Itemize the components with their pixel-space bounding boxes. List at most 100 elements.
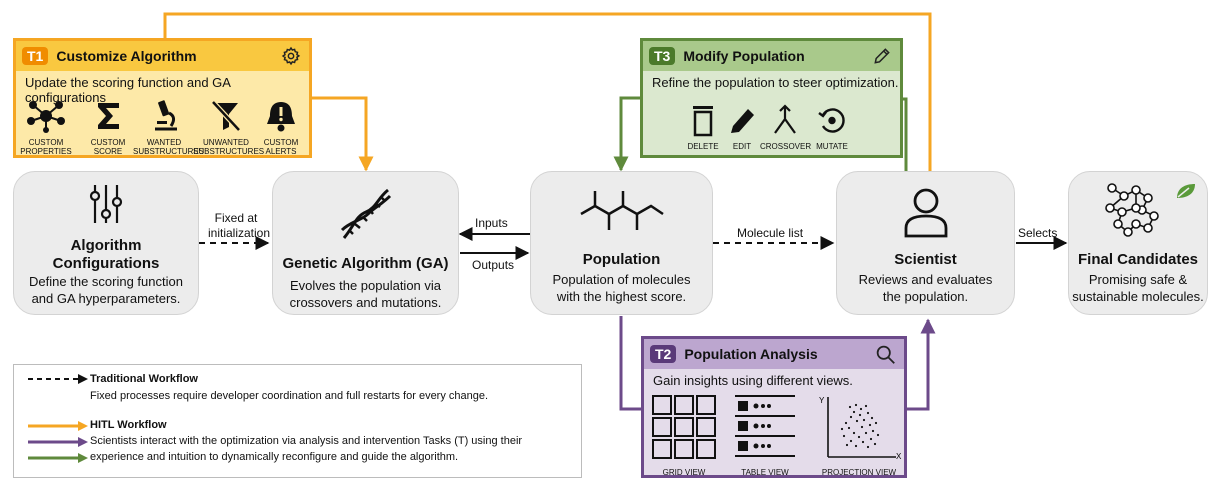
node-description: Reviews and evaluates the population. bbox=[837, 271, 1014, 305]
legend-hitl-title: HITL Workflow bbox=[90, 419, 167, 431]
node-title-2: Configurations bbox=[52, 255, 160, 272]
mutate-icon bbox=[818, 108, 845, 133]
legend-traditional-desc: Fixed processes require developer coordi… bbox=[90, 390, 489, 402]
legend-hitl-desc-1: Scientists interact with the optimizatio… bbox=[90, 435, 523, 447]
microscope-icon bbox=[155, 100, 177, 131]
edge-label-fixed-1: Fixed at bbox=[214, 211, 258, 225]
grid-view-item[interactable]: GRID VIEW bbox=[650, 393, 718, 477]
node-description: Promising safe & sustainable molecules. bbox=[1069, 271, 1207, 305]
node-description-2: and GA hyperparameters. bbox=[31, 291, 181, 306]
search-icon[interactable] bbox=[875, 344, 896, 365]
item-label: EDIT bbox=[732, 142, 752, 151]
filter-off-icon bbox=[211, 100, 241, 132]
legend-hitl-desc-2: experience and intuition to dynamically … bbox=[90, 451, 459, 463]
item-label-1: WANTED bbox=[146, 138, 182, 147]
node-title: Algorithm Configurations bbox=[14, 237, 198, 273]
sliders-icon bbox=[89, 185, 123, 223]
item-label: TABLE VIEW bbox=[741, 468, 789, 477]
node-genetic-algorithm[interactable]: Genetic Algorithm (GA) Evolves the popul… bbox=[272, 171, 459, 315]
node-description-1: Promising safe & bbox=[1088, 272, 1188, 287]
item-label-2: SUBSTRUCTURES bbox=[133, 147, 205, 156]
task-customize-algorithm[interactable]: T1 Customize Algorithm Update the scorin… bbox=[13, 38, 312, 158]
item-label: MUTATE bbox=[816, 142, 848, 151]
item-label-2: PROPERTIES bbox=[20, 147, 72, 156]
node-title: Final Candidates bbox=[1077, 251, 1199, 268]
table-view-item[interactable]: TABLE VIEW bbox=[732, 393, 798, 477]
t2-to-scientist-arrow bbox=[905, 318, 936, 411]
node-population[interactable]: Population Population of molecules with … bbox=[530, 171, 713, 315]
node-final-candidates[interactable]: Final Candidates Promising safe & sustai… bbox=[1068, 171, 1208, 315]
node-title: Genetic Algorithm (GA) bbox=[282, 255, 449, 272]
edit-icon bbox=[731, 109, 754, 133]
task-title: Modify Population bbox=[683, 48, 805, 64]
population-to-t2-arrow bbox=[619, 316, 641, 411]
molecule-skeleton-icon bbox=[579, 191, 664, 230]
edge-label-selects: Selects bbox=[1018, 226, 1058, 240]
node-description-1: Evolves the population via bbox=[289, 278, 442, 293]
node-description: Evolves the population via crossovers an… bbox=[273, 277, 458, 311]
node-title: Scientist bbox=[894, 251, 957, 268]
legend: Traditional Workflow Fixed processes req… bbox=[13, 364, 582, 478]
item-label-1: UNWANTED bbox=[203, 138, 249, 147]
edge-label-fixed: Fixed at initialization bbox=[208, 211, 271, 241]
delete-item[interactable]: DELETE bbox=[683, 103, 723, 151]
node-scientist[interactable]: Scientist Reviews and evaluates the popu… bbox=[836, 171, 1015, 315]
task-description: Update the scoring function and GA confi… bbox=[25, 75, 231, 105]
edge-label-inputs: Inputs bbox=[475, 216, 508, 230]
edge-label-fixed-2: initialization bbox=[208, 226, 271, 240]
grid-view-icon bbox=[652, 395, 716, 459]
edge-label-molecule-list: Molecule list bbox=[737, 226, 804, 240]
task-title: Population Analysis bbox=[684, 346, 818, 362]
task-description: Gain insights using different views. bbox=[653, 373, 853, 388]
sigma-icon bbox=[98, 103, 119, 129]
item-label-1: CUSTOM bbox=[263, 138, 299, 147]
task-header: T3 Modify Population bbox=[643, 41, 900, 71]
projection-view-icon: Y X bbox=[819, 396, 902, 461]
task-modify-population[interactable]: T3 Modify Population Refine the populati… bbox=[640, 38, 903, 158]
person-icon bbox=[904, 188, 947, 238]
task-badge: T2 bbox=[650, 345, 677, 363]
item-label-2: ALERTS bbox=[265, 147, 297, 156]
task-population-analysis[interactable]: T2 Population Analysis Gain insights usi… bbox=[641, 336, 907, 478]
edge-label-outputs: Outputs bbox=[472, 258, 515, 272]
edit-item[interactable]: EDIT bbox=[727, 103, 757, 151]
item-label: DELETE bbox=[687, 142, 719, 151]
task-badge: T3 bbox=[649, 47, 676, 65]
gear-icon[interactable] bbox=[281, 46, 301, 66]
hitl-orange-loop bbox=[163, 12, 932, 172]
projection-view-item[interactable]: Y X PROJECTION VIEW bbox=[816, 393, 902, 477]
node-description-1: Define the scoring function bbox=[29, 274, 183, 289]
task-description: Refine the population to steer optimizat… bbox=[652, 75, 899, 90]
legend-orange-arrow bbox=[28, 421, 88, 431]
projection-axis-x: X bbox=[896, 452, 902, 459]
item-label: GRID VIEW bbox=[662, 468, 706, 477]
node-algorithm-configurations[interactable]: Algorithm Configurations Define the scor… bbox=[13, 171, 199, 315]
pencil-icon[interactable] bbox=[872, 46, 892, 66]
crossover-item[interactable]: CROSSOVER bbox=[760, 103, 812, 151]
node-title-1: Algorithm bbox=[70, 237, 142, 254]
task-title: Customize Algorithm bbox=[56, 48, 197, 64]
crossover-icon bbox=[774, 104, 796, 134]
mutate-item[interactable]: MUTATE bbox=[811, 103, 853, 151]
legend-purple-arrow bbox=[28, 437, 88, 447]
t3-to-population-arrow bbox=[613, 96, 640, 172]
t1-to-ga-arrow bbox=[312, 96, 374, 172]
item-label: PROJECTION VIEW bbox=[821, 468, 897, 477]
projection-axis-y: Y bbox=[819, 396, 825, 405]
item-label-2: SUBSTRUCTURES bbox=[193, 147, 265, 156]
task-badge: T1 bbox=[22, 47, 49, 65]
item-label-1: CUSTOM bbox=[90, 138, 126, 147]
node-description-2: with the highest score. bbox=[556, 289, 687, 304]
item-label: CROSSOVER bbox=[760, 142, 812, 151]
node-description-2: crossovers and mutations. bbox=[289, 295, 442, 310]
legend-traditional-title: Traditional Workflow bbox=[90, 373, 198, 385]
